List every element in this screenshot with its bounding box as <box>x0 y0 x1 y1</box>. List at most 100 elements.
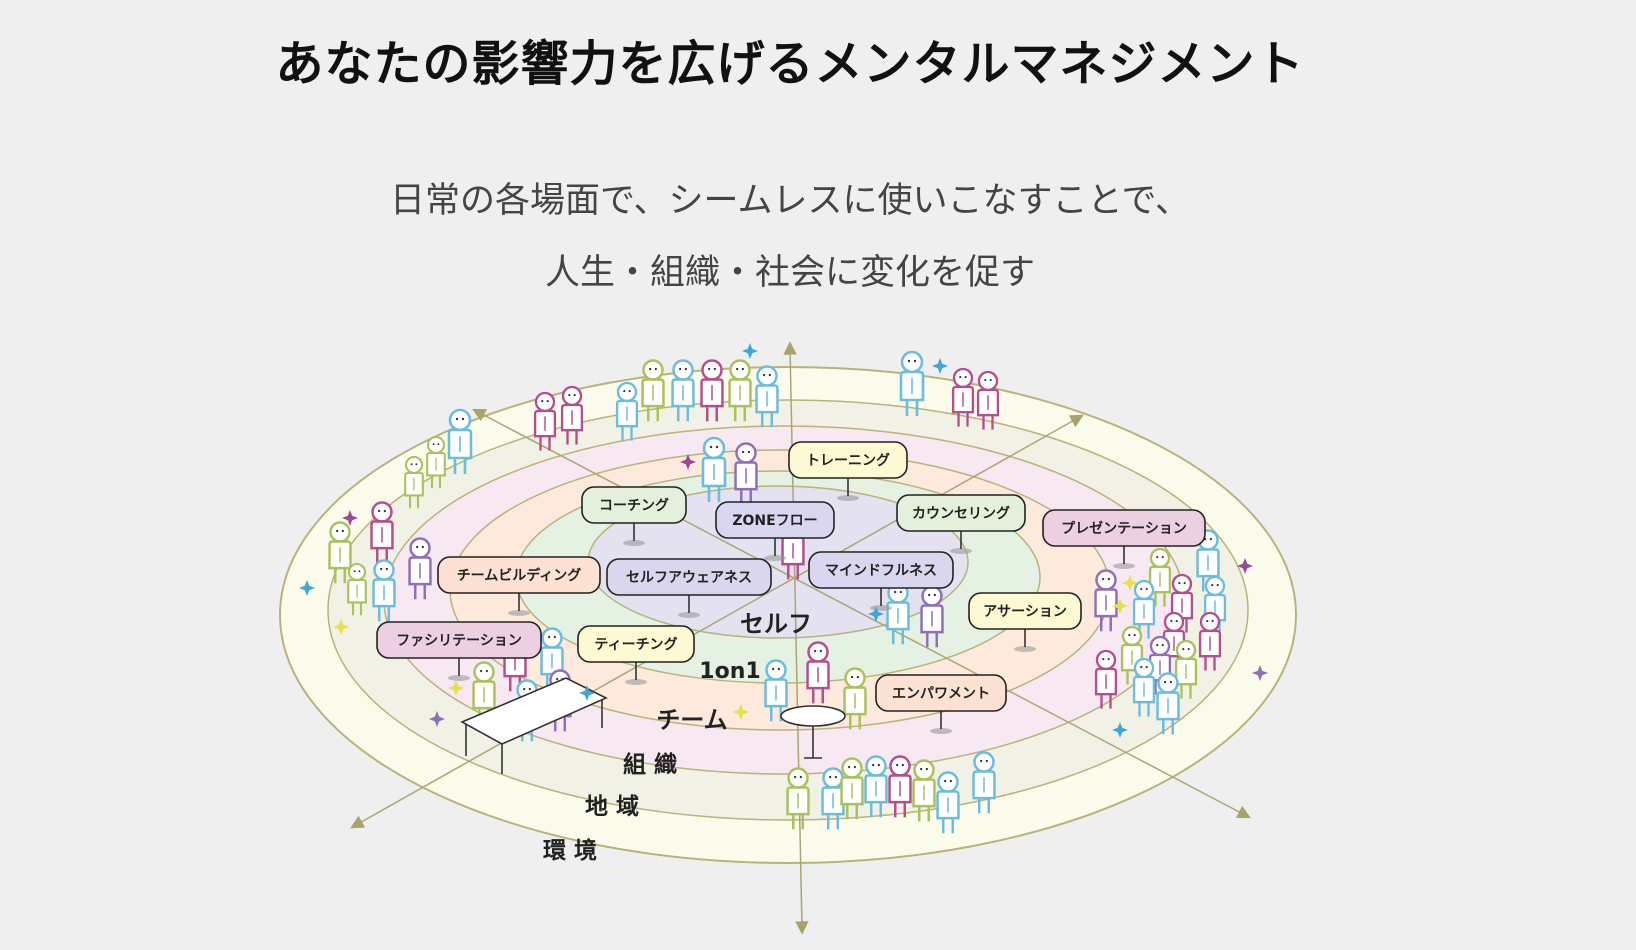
sparkle-icon <box>1112 722 1128 738</box>
meeting-table <box>460 677 608 774</box>
sparkle-icon <box>868 606 884 622</box>
sparkle-icon <box>299 580 315 596</box>
sparkle-icon <box>1112 598 1128 614</box>
person-figure <box>1174 639 1198 699</box>
sparkle-group <box>299 343 1268 738</box>
subtitle-line-1: 日常の各場面で、シームレスに使いこなすことで、 <box>389 181 1191 221</box>
tag-text: セルフアウェアネス <box>626 570 752 586</box>
person-figure <box>899 350 925 416</box>
person-figure <box>615 381 639 441</box>
tag-text: コーチング <box>599 497 669 514</box>
sparkle-icon <box>1122 575 1138 591</box>
round-table <box>780 705 846 759</box>
tag-text: プレゼンテーション <box>1061 520 1187 537</box>
tag-text: エンパワメント <box>892 686 990 702</box>
person-figure <box>426 435 446 489</box>
person-figure <box>370 501 394 564</box>
person-figure <box>1156 672 1180 735</box>
sparkle-icon <box>680 454 696 470</box>
person-figure <box>1196 529 1220 592</box>
person-figure <box>700 359 724 422</box>
tag-label: ファシリテーション <box>376 621 542 681</box>
person-figure <box>447 408 473 474</box>
tag-text: ファシリテーション <box>396 633 522 649</box>
person-figure <box>764 659 788 722</box>
tag-text: チームビルディング <box>457 567 582 584</box>
person-figure <box>976 370 1000 430</box>
person-figure <box>806 641 830 704</box>
person-figure <box>843 667 867 730</box>
sparkle-icon <box>448 680 464 696</box>
person-figure <box>936 771 960 834</box>
tag-label: プレゼンテーション <box>1042 509 1206 569</box>
tag-label: カウンセリング <box>896 494 1026 554</box>
tag-label: チームビルディング <box>437 556 601 616</box>
sparkle-icon <box>342 510 358 526</box>
page-title: あなたの影響力を広げるメンタルマネジメント <box>275 36 1305 92</box>
tag-label: セルフアウェアネス <box>606 558 772 618</box>
subtitle-line-2: 人生・組織・社会に変化を促す <box>544 253 1035 293</box>
sparkle-icon <box>579 685 595 701</box>
tag-text: ティーチング <box>594 636 677 653</box>
ring-labels-group: 環 境 地 域 組 織 チーム 1on1 セルフ <box>543 610 812 864</box>
ring-label-5: セルフ <box>740 610 812 638</box>
person-figure <box>1148 547 1172 607</box>
person-figure <box>728 359 752 422</box>
ring-label-0: 環 境 <box>543 837 597 864</box>
person-figure <box>641 359 665 422</box>
sparkle-icon <box>429 711 445 727</box>
axis-lines <box>350 341 1251 935</box>
person-figure <box>1198 611 1222 671</box>
tag-label: トレーニング <box>788 441 908 501</box>
person-figure <box>786 767 810 830</box>
sparkle-icon <box>1252 665 1268 681</box>
tag-label: マインドフルネス <box>808 551 954 611</box>
sparkle-icon <box>932 358 948 374</box>
sparkle-icon <box>333 619 349 635</box>
ring-label-4: 1on1 <box>699 659 760 684</box>
person-figure <box>408 537 432 600</box>
tag-text: カウンセリング <box>912 505 1010 522</box>
tag-label: コーチング <box>581 486 687 546</box>
person-figure <box>888 755 912 818</box>
person-figure <box>404 455 424 509</box>
person-figure <box>533 391 557 451</box>
person-figure <box>912 759 936 822</box>
person-figure <box>920 585 944 648</box>
furniture-group <box>460 677 846 774</box>
ring-label-1: 地 域 <box>585 793 639 820</box>
person-figure <box>821 767 845 830</box>
person-figure <box>972 751 996 814</box>
tag-label: アサーション <box>968 592 1082 652</box>
person-figure <box>701 436 727 502</box>
person-figure <box>864 755 888 818</box>
ring-label-3: チーム <box>656 706 727 734</box>
person-figure <box>347 562 367 616</box>
person-figure <box>328 521 352 584</box>
tag-label: エンパワメント <box>875 674 1007 734</box>
tag-label: ティーチング <box>577 625 695 685</box>
person-figure <box>540 627 564 690</box>
person-figure <box>1094 649 1118 709</box>
person-figure <box>734 442 758 505</box>
tag-text: トレーニング <box>806 452 890 469</box>
sparkle-icon <box>733 704 749 720</box>
ring-label-2: 組 織 <box>623 751 677 778</box>
tag-text: マインドフルネス <box>825 563 937 579</box>
person-figure <box>951 367 975 427</box>
person-figure <box>840 757 864 820</box>
sparkle-icon <box>1237 558 1253 574</box>
person-figure <box>1094 569 1118 632</box>
person-figure <box>1132 579 1156 639</box>
tag-text: アサーション <box>983 604 1067 620</box>
tag-text: ZONEフロー <box>732 513 817 529</box>
person-figure <box>671 359 695 422</box>
tag-label: ZONEフロー <box>715 501 835 561</box>
person-figure <box>372 559 396 622</box>
person-figure <box>560 385 584 445</box>
axis-line-diagonal-2 <box>350 414 1084 829</box>
sparkle-icon <box>742 343 758 359</box>
person-figure <box>1132 657 1156 717</box>
